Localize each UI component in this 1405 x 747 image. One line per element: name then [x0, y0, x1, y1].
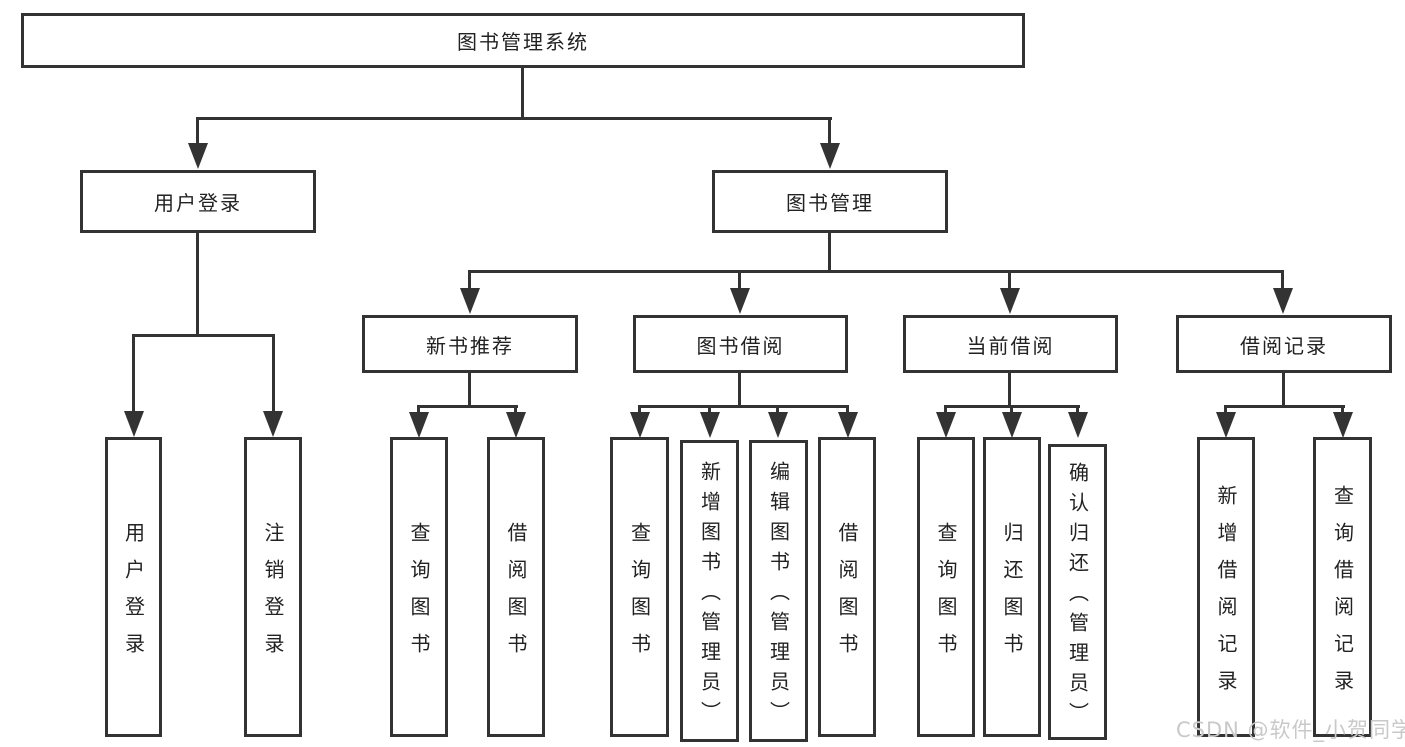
- leaf-newbook-query-books-label: 查询图书: [407, 521, 431, 670]
- connector-line: [1224, 405, 1227, 414]
- connector-line: [272, 334, 275, 413]
- node-user-login-label: 用户登录: [154, 191, 242, 215]
- arrow-down-icon: [1068, 412, 1088, 438]
- arrow-down-icon: [1333, 412, 1353, 438]
- connector-line: [468, 270, 1284, 273]
- leaf-borrow-add-books-admin: 新增图书（管理员）: [680, 440, 739, 742]
- leaf-borrow-borrow-books: 借阅图书: [818, 437, 876, 737]
- leaf-logout-label: 注销登录: [261, 521, 285, 670]
- connector-line: [846, 405, 849, 414]
- leaf-user-login: 用户登录: [105, 437, 162, 737]
- connector-line: [1341, 405, 1344, 414]
- connector-line: [1076, 405, 1079, 414]
- arrow-down-icon: [936, 412, 956, 438]
- arrow-down-icon: [1273, 288, 1293, 314]
- arrow-down-icon: [124, 411, 144, 437]
- connector-line: [828, 233, 831, 273]
- connector-line: [468, 373, 471, 407]
- leaf-record-add-borrow-record-label: 新增借阅记录: [1214, 484, 1238, 707]
- node-book-borrowing: 图书借阅: [633, 315, 848, 373]
- connector-line: [776, 405, 779, 414]
- arrow-down-icon: [188, 143, 208, 169]
- connector-line: [196, 117, 832, 120]
- arrow-down-icon: [1002, 412, 1022, 438]
- connector-line: [828, 117, 831, 145]
- arrow-down-icon: [820, 143, 840, 169]
- node-current-borrowing: 当前借阅: [903, 315, 1118, 373]
- leaf-newbook-query-books: 查询图书: [390, 437, 448, 737]
- connector-line: [1224, 405, 1345, 408]
- node-root-label: 图书管理系统: [457, 30, 589, 54]
- arrow-down-icon: [730, 288, 750, 314]
- connector-line: [196, 117, 199, 145]
- connector-line: [1010, 405, 1013, 414]
- node-borrowing-records-label: 借阅记录: [1240, 333, 1328, 358]
- connector-line: [738, 270, 741, 288]
- leaf-current-return-books-label: 归还图书: [1000, 521, 1024, 670]
- connector-line: [468, 270, 471, 288]
- leaf-current-query-books-label: 查询图书: [934, 521, 958, 670]
- arrow-down-icon: [506, 412, 526, 438]
- node-user-login: 用户登录: [80, 170, 316, 233]
- arrow-down-icon: [409, 412, 429, 438]
- leaf-current-confirm-return-admin: 确认归还（管理员）: [1048, 444, 1107, 740]
- connector-line: [521, 68, 524, 119]
- leaf-newbook-borrow-books: 借阅图书: [487, 437, 545, 737]
- leaf-borrow-add-books-admin-label: 新增图书（管理员）: [697, 461, 722, 731]
- leaf-user-login-label: 用户登录: [121, 521, 146, 670]
- csdn-watermark: CSDN @软件_小贺同学: [1176, 718, 1405, 742]
- connector-line: [514, 405, 517, 414]
- node-new-book-recommend: 新书推荐: [362, 315, 578, 373]
- leaf-newbook-borrow-books-label: 借阅图书: [504, 521, 528, 670]
- node-book-borrowing-label: 图书借阅: [696, 333, 785, 358]
- connector-line: [417, 405, 518, 408]
- connector-line: [417, 405, 420, 414]
- leaf-current-query-books: 查询图书: [917, 437, 975, 737]
- connector-line: [1281, 270, 1284, 288]
- leaf-borrow-query-books-label: 查询图书: [627, 521, 652, 670]
- connector-line: [944, 405, 947, 414]
- connector-line: [132, 334, 135, 413]
- node-borrowing-records: 借阅记录: [1176, 315, 1392, 373]
- node-book-management-label: 图书管理: [786, 191, 874, 215]
- arrow-down-icon: [460, 288, 480, 314]
- leaf-borrow-edit-books-admin-label: 编辑图书（管理员）: [766, 461, 791, 731]
- leaf-record-query-borrow-record-label: 查询借阅记录: [1330, 484, 1355, 707]
- node-new-book-recommend-label: 新书推荐: [426, 333, 514, 358]
- leaf-current-return-books: 归还图书: [983, 437, 1041, 737]
- arrow-down-icon: [263, 411, 283, 437]
- leaf-record-add-borrow-record: 新增借阅记录: [1197, 437, 1255, 737]
- node-book-management: 图书管理: [712, 170, 948, 233]
- connector-line: [1282, 373, 1285, 407]
- arrow-down-icon: [1216, 412, 1236, 438]
- leaf-borrow-edit-books-admin: 编辑图书（管理员）: [749, 440, 808, 742]
- arrow-down-icon: [1000, 288, 1020, 314]
- leaf-record-query-borrow-record: 查询借阅记录: [1313, 437, 1372, 737]
- connector-line: [132, 334, 275, 337]
- leaf-borrow-query-books: 查询图书: [610, 437, 669, 737]
- arrow-down-icon: [768, 412, 788, 438]
- connector-line: [738, 373, 741, 407]
- connector-line: [638, 405, 849, 408]
- node-root: 图书管理系统: [21, 13, 1025, 68]
- connector-line: [708, 405, 711, 414]
- connector-line: [1008, 270, 1011, 288]
- connector-line: [196, 233, 199, 336]
- connector-line: [638, 405, 641, 414]
- node-current-borrowing-label: 当前借阅: [966, 333, 1055, 358]
- leaf-logout: 注销登录: [244, 437, 302, 737]
- leaf-borrow-borrow-books-label: 借阅图书: [835, 521, 859, 670]
- leaf-current-confirm-return-admin-label: 确认归还（管理员）: [1065, 462, 1090, 732]
- arrow-down-icon: [630, 412, 650, 438]
- arrow-down-icon: [700, 412, 720, 438]
- arrow-down-icon: [838, 412, 858, 438]
- connector-line: [1008, 373, 1011, 407]
